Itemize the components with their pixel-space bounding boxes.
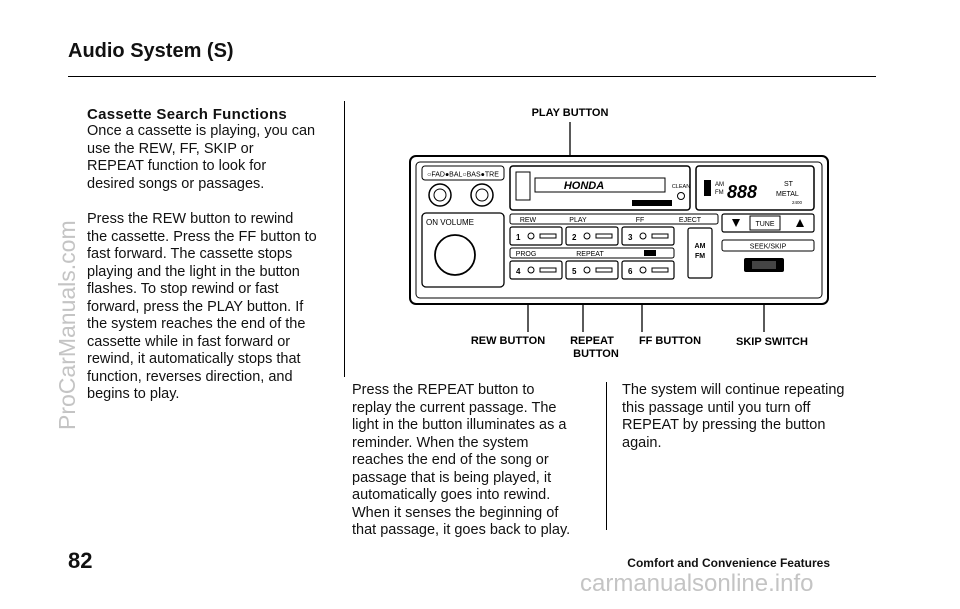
- rew-ff-paragraph: Press the REW button to rewind the casse…: [87, 211, 317, 402]
- skip-switch-callout: SKIP SWITCH: [736, 336, 808, 348]
- display-frequency: 888: [727, 182, 757, 202]
- rew-button-callout: REW BUTTON: [471, 335, 545, 347]
- header-rule: [68, 76, 876, 77]
- prog-label: PROG: [516, 251, 537, 258]
- play-button-callout: PLAY BUTTON: [532, 107, 609, 119]
- svg-text:2: 2: [572, 233, 577, 242]
- svg-text:AM: AM: [695, 243, 706, 250]
- display-stereo: ST: [784, 181, 794, 188]
- honda-logo: HONDA: [564, 180, 604, 192]
- preset-row-top: 1 2 3: [509, 226, 675, 246]
- repeat-button-callout-line2: BUTTON: [573, 348, 619, 360]
- preset-button-2: [565, 226, 619, 246]
- seek-skip-label: SEEK/SKIP: [750, 244, 787, 251]
- continue-paragraph: The system will continue repeating this …: [622, 382, 845, 451]
- column-divider: [344, 101, 345, 377]
- tune-up-icon: [796, 219, 804, 227]
- ff-button-callout: FF BUTTON: [639, 335, 701, 347]
- repeat-label: REPEAT: [576, 251, 604, 258]
- display-small-number: 2400: [792, 200, 803, 205]
- svg-text:1: 1: [516, 233, 521, 242]
- footer-section-title: Comfort and Convenience Features: [627, 556, 830, 570]
- display-metal: METAL: [776, 191, 799, 198]
- tape-label-play: PLAY: [569, 217, 587, 224]
- page-title: Audio System (S): [68, 40, 234, 62]
- tune-down-icon: [732, 219, 740, 227]
- fader-balance-knob: [428, 183, 452, 207]
- intro-paragraph: Once a cassette is playing, you can use …: [87, 123, 316, 192]
- column-divider-lower: [606, 382, 607, 530]
- volume-knob: [434, 234, 476, 276]
- clean-label: CLEAN: [672, 184, 690, 190]
- svg-text:4: 4: [516, 267, 521, 276]
- svg-text:6: 6: [628, 267, 633, 276]
- cassette-door: [509, 165, 691, 211]
- repeat-paragraph: Press the REPEAT button to replay the cu…: [352, 382, 571, 538]
- preset-button-4: [509, 260, 563, 280]
- am-fm-button: [687, 227, 713, 279]
- repeat-button-callout-line1: REPEAT: [570, 335, 614, 347]
- preset-button-6: [621, 260, 675, 280]
- preset-button-5: [565, 260, 619, 280]
- tape-label-ff: FF: [636, 217, 645, 224]
- preset-row-bottom: 4 5 6: [509, 260, 675, 280]
- preset-button-3: [621, 226, 675, 246]
- svg-text:5: 5: [572, 267, 577, 276]
- tape-label-eject: EJECT: [679, 217, 702, 224]
- watermark-left: ProCarManuals.com: [54, 220, 80, 430]
- audio-unit-diagram: ○FAD●BAL○BAS●TRE ON VOLUME HONDA CLEAN A…: [409, 107, 829, 360]
- page-number: 82: [68, 548, 93, 573]
- bass-treble-knob: [470, 183, 494, 207]
- knob-labels: ○FAD●BAL○BAS●TRE: [427, 172, 499, 179]
- on-volume-label: ON VOLUME: [426, 218, 474, 227]
- svg-text:3: 3: [628, 233, 633, 242]
- tune-rocker: [721, 213, 815, 233]
- tape-label-rew: REW: [520, 217, 537, 224]
- tune-label: TUNE: [755, 221, 774, 228]
- radio-display: [695, 165, 815, 211]
- section-heading: Cassette Search Functions: [87, 106, 288, 123]
- svg-text:FM: FM: [695, 253, 705, 260]
- preset-button-1: [509, 226, 563, 246]
- watermark-bottom: carmanualsonline.info: [580, 570, 814, 597]
